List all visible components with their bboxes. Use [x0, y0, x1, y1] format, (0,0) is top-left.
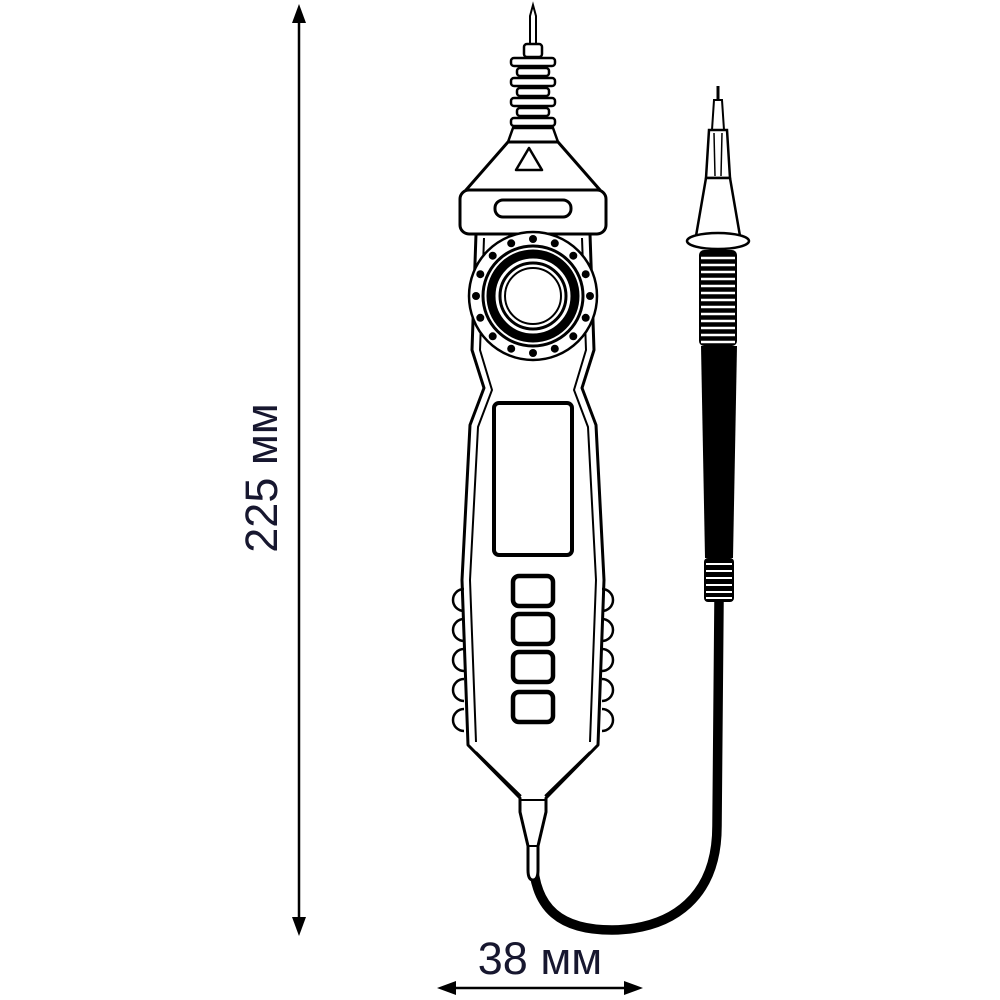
probe-connector-ribs	[704, 558, 734, 602]
dial-thick-ring	[486, 249, 580, 343]
test-lead-cable	[528, 597, 724, 935]
grip-bump	[601, 587, 615, 613]
grip-bump	[451, 677, 465, 703]
collar-slot	[493, 198, 573, 219]
test-probe-drawing	[685, 86, 751, 602]
knurl-dot	[488, 332, 497, 341]
knurl-dot	[569, 251, 578, 260]
thread-ridge	[509, 116, 557, 128]
probe-guard-disc	[685, 231, 751, 251]
grip-bump	[601, 647, 615, 673]
probe-cone	[694, 176, 742, 238]
probe-shaft	[704, 128, 732, 180]
grip-ridges	[451, 587, 615, 733]
knurl-dot	[507, 344, 516, 353]
rotary-dial	[467, 230, 599, 362]
thread-ridge	[515, 106, 551, 118]
knurl-dot	[476, 313, 485, 322]
height-dimension: 225 мм	[236, 4, 306, 936]
width-dimension-label: 38 мм	[478, 933, 602, 984]
knurl-dot	[569, 332, 578, 341]
neck	[506, 126, 560, 144]
body-seam	[544, 751, 591, 797]
pen-probe-base	[522, 42, 544, 59]
width-dimension: 38 мм	[437, 933, 643, 995]
head-cone	[464, 140, 602, 192]
probe-shaft-line	[713, 132, 716, 177]
arrowhead-down-icon	[292, 917, 306, 936]
pen-multimeter-drawing	[451, 1, 615, 882]
thread-ridge	[515, 66, 551, 78]
knurl-dot	[472, 292, 480, 300]
arrowhead-left-icon	[437, 981, 456, 995]
probe-grip-ribs	[699, 250, 737, 346]
grip-bump	[451, 617, 465, 643]
arrowhead-right-icon	[624, 981, 643, 995]
button	[510, 611, 556, 647]
knurl-dot	[581, 313, 590, 322]
thread-ridge	[509, 56, 557, 68]
grip-bump	[601, 677, 615, 703]
arrowhead-up-icon	[292, 4, 306, 23]
body-seam	[475, 751, 522, 797]
probe-shaft-line	[720, 132, 723, 177]
knurl-dot	[529, 235, 537, 243]
grip-bump	[451, 647, 465, 673]
dial-inner-circle	[498, 261, 568, 331]
button	[510, 573, 556, 609]
control-buttons	[510, 573, 556, 725]
grip-bump	[601, 707, 615, 733]
dial-center-circle	[504, 267, 562, 325]
probe-needle	[710, 99, 726, 131]
pen-probe-tip	[529, 1, 537, 45]
warning-triangle-icon	[514, 146, 544, 172]
dial-knurl-dots	[472, 235, 594, 357]
button	[510, 689, 556, 725]
knurl-dot	[581, 270, 590, 279]
knurl-dot	[488, 251, 497, 260]
knurl-dot	[550, 344, 559, 353]
knurl-dot	[550, 239, 559, 248]
probe-body	[701, 346, 737, 558]
thread-ridge	[509, 76, 557, 88]
height-dimension-label: 225 мм	[236, 403, 287, 552]
knurl-dot	[507, 239, 516, 248]
knurl-dot	[529, 349, 537, 357]
lcd-display	[492, 401, 574, 557]
thread-ridge	[515, 86, 551, 98]
probe-connector-lines	[706, 563, 732, 599]
grip-bump	[601, 617, 615, 643]
grip-bump	[451, 707, 465, 733]
button	[510, 649, 556, 685]
knurl-dot	[586, 292, 594, 300]
knurl-dot	[476, 270, 485, 279]
probe-rib-lines	[701, 256, 735, 344]
thread-ridge	[509, 96, 557, 108]
threaded-section	[509, 56, 557, 128]
grip-bump	[451, 587, 465, 613]
